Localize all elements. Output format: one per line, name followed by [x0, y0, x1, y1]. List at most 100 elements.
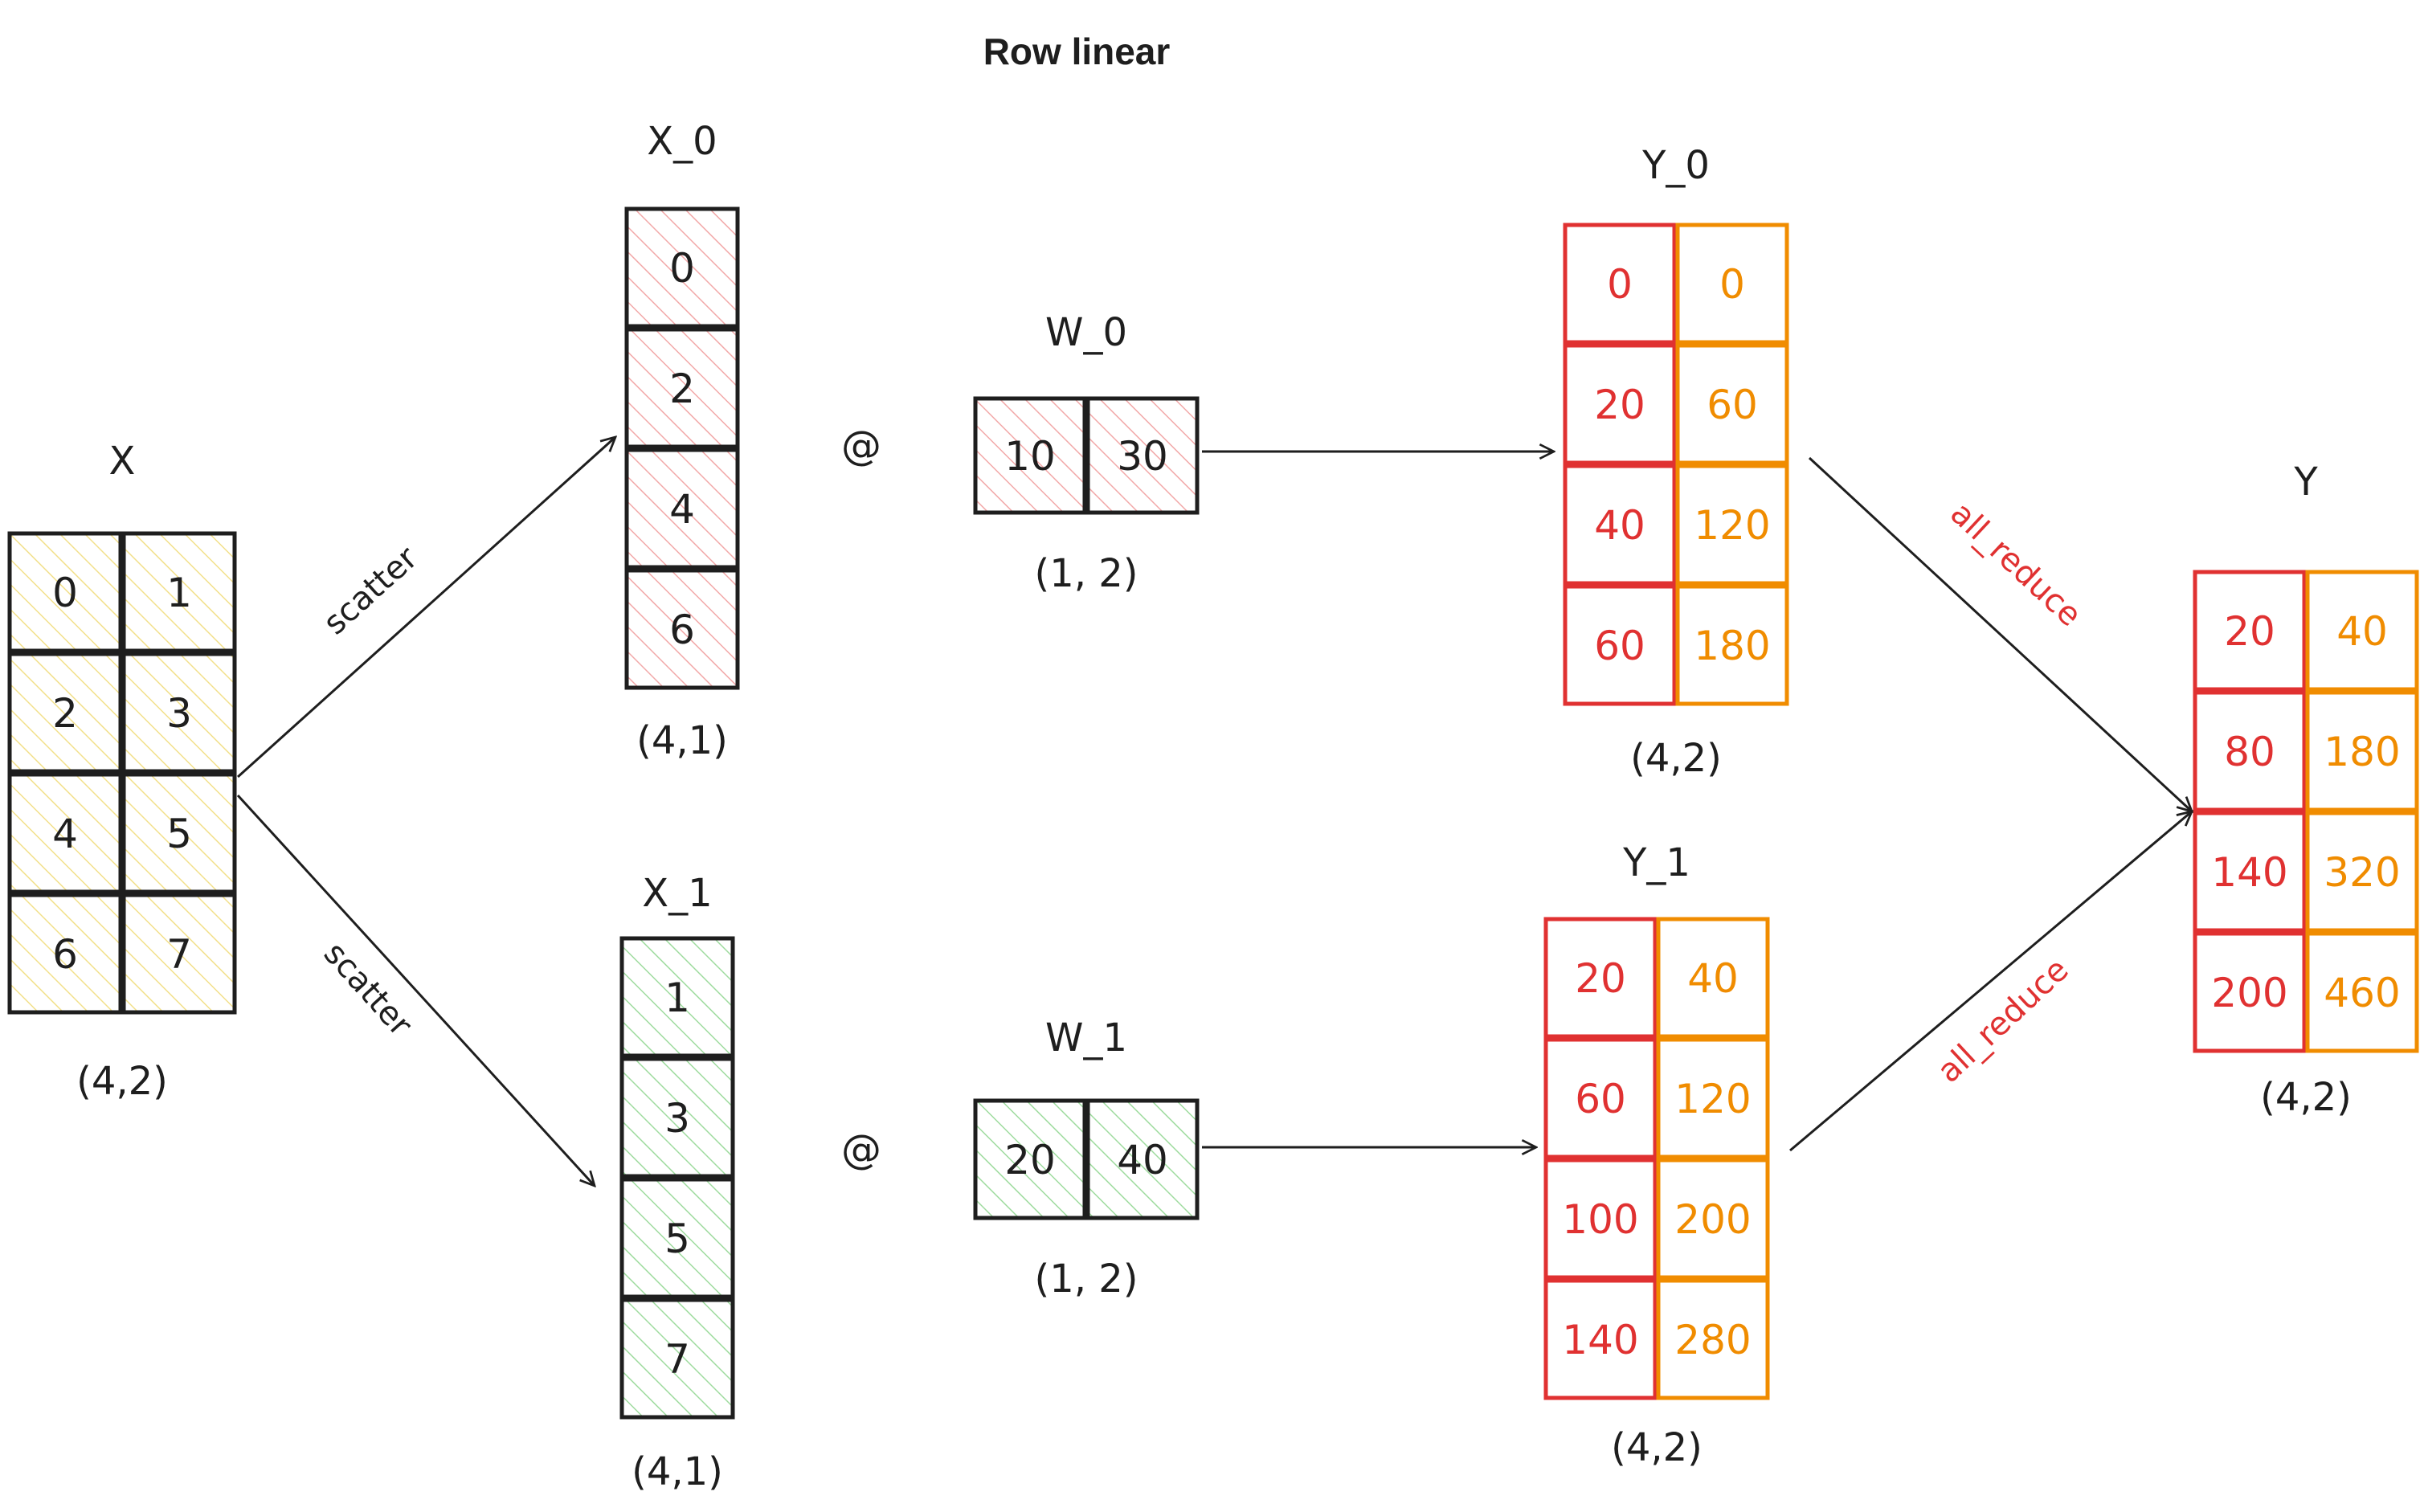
matrix-y-cell-box [2305, 931, 2419, 1053]
matrix-y-cell: 20 [2224, 608, 2275, 655]
matrix-x-cell: 2 [52, 690, 78, 737]
matrix-y-0-cell: 20 [1594, 382, 1645, 428]
matrix-x-0-shape: (4,1) [636, 718, 728, 763]
matrix-x-0-name: X_0 [647, 119, 717, 164]
matrix-x-0-cell-box [624, 447, 740, 570]
matrix-y-0-cell: 40 [1594, 502, 1645, 549]
matrix-x-cell-box [7, 652, 123, 774]
scatter-arrow-top [236, 437, 615, 778]
matrix-w-1: W_1 20 40 (1, 2) [973, 1015, 1200, 1302]
matrix-x-cell: 1 [166, 570, 192, 616]
matmul-operator-top: @ [841, 423, 881, 469]
matrix-y-0-name: Y_0 [1641, 143, 1710, 188]
matrix-y-0-cell-box [1675, 584, 1789, 706]
matrix-y-1-cell: 140 [1562, 1317, 1638, 1363]
matrix-w-1-cell-box [1085, 1098, 1200, 1220]
matrix-x-1-cell-box [619, 1056, 735, 1179]
matrix-y-cell-box [2193, 811, 2307, 933]
diagram-title: Row linear [983, 31, 1171, 72]
matrix-x-1-cell: 5 [664, 1216, 690, 1262]
matrix-x-cell-box [121, 531, 237, 653]
matrix-y-0-cell-box [1675, 343, 1789, 465]
matrix-x-1-cell-box [619, 1177, 735, 1299]
matrix-w-0-cell: 30 [1117, 433, 1168, 480]
matrix-y-0-cell: 60 [1594, 623, 1645, 669]
matrix-x-0-cell: 2 [669, 366, 695, 412]
matrix-x-1-name: X_1 [642, 871, 712, 916]
matrix-y-1-cell: 20 [1575, 955, 1626, 1002]
arrows [236, 437, 2192, 1186]
matrix-x-1-shape: (4,1) [632, 1449, 723, 1494]
matrix-x-cell-box [121, 652, 237, 774]
matrix-y-1-name: Y_1 [1622, 840, 1690, 885]
matrix-y-cell: 200 [2211, 970, 2287, 1016]
matrix-x-1-cell-box [619, 1297, 735, 1420]
matrix-x-cell: 0 [52, 570, 78, 616]
matrix-y-1-cell-box [1543, 917, 1658, 1039]
matrix-y-1-cell: 60 [1575, 1076, 1626, 1122]
matrix-y-0-cell-box [1675, 464, 1789, 586]
matrix-w-0-cell-box [973, 396, 1087, 515]
matrix-y-cell-box [2193, 690, 2307, 812]
matrix-x-1-cell: 7 [664, 1336, 690, 1383]
matrix-x-cell-box [7, 893, 123, 1015]
matrix-y-1-cell: 280 [1674, 1317, 1751, 1363]
matrix-y-1-cell: 200 [1674, 1196, 1751, 1243]
matrix-w-1-shape: (1, 2) [1034, 1257, 1138, 1302]
matrix-x-cell: 4 [52, 811, 78, 857]
matrix-x-name: X [109, 439, 136, 484]
matrix-y-1-cell: 40 [1687, 955, 1739, 1002]
matrix-y-cell-box [2305, 811, 2419, 933]
scatter-label-top: scatter [317, 539, 425, 642]
matrix-y-0-cell: 180 [1694, 623, 1770, 669]
matrix-y-0-cell-box [1563, 464, 1677, 586]
matrix-y-1-cell-box [1656, 1158, 1770, 1280]
matrix-y-cell: 40 [2336, 608, 2388, 655]
matrix-w-1-cell: 20 [1004, 1137, 1056, 1183]
matrix-x-cell-box [121, 893, 237, 1015]
matrix-y-cell-box [2305, 690, 2419, 812]
matrix-x-0-cell: 6 [669, 607, 695, 653]
matrix-x-0-cell-box [624, 327, 740, 449]
matrix-y-1-cell-box [1543, 1278, 1658, 1400]
matrix-y-1-cell-box [1543, 1158, 1658, 1280]
matrix-y-0-cell-box [1563, 343, 1677, 465]
matrix-y-0-shape: (4,2) [1630, 736, 1722, 781]
matrix-y-1-shape: (4,2) [1611, 1425, 1703, 1470]
matrix-x-cell: 6 [52, 931, 78, 978]
matrix-y-cell-box [2193, 931, 2307, 1053]
matrix-x-shape: (4,2) [76, 1059, 168, 1104]
matrix-y-name: Y [2293, 460, 2318, 505]
scatter-label-bottom: scatter [317, 935, 419, 1044]
matrix-y-0-cell-box [1563, 223, 1677, 345]
matrix-y-1-cell-box [1543, 1037, 1658, 1159]
matrix-w-1-name: W_1 [1045, 1015, 1127, 1060]
matrix-w-1-cell: 40 [1117, 1137, 1168, 1183]
matrix-y-cell: 460 [2324, 970, 2400, 1016]
matrix-x-cell-box [7, 772, 123, 894]
matrix-y-cell: 140 [2211, 849, 2287, 896]
matrix-w-0-cell: 10 [1004, 433, 1056, 480]
all-reduce-label-top: all_reduce [1943, 495, 2088, 634]
matrix-x-cell-box [7, 531, 123, 653]
matrix-y-1-cell-box [1656, 1278, 1770, 1400]
matrix-y-0-cell-box [1563, 584, 1677, 706]
all-reduce-arrow-top [1808, 456, 2192, 811]
matrix-w-0-shape: (1, 2) [1034, 551, 1138, 596]
matrix-w-0-name: W_0 [1045, 310, 1127, 355]
matmul-operator-bottom: @ [841, 1126, 881, 1173]
matrix-y-cell-box [2193, 570, 2307, 692]
matrix-y-cell-box [2305, 570, 2419, 692]
matrix-w-0-cell-box [1085, 396, 1200, 515]
scatter-arrow-bottom [236, 794, 595, 1186]
matrix-y-cell: 320 [2324, 849, 2400, 896]
matrix-x-0-cell-box [624, 206, 740, 329]
matrix-y-cell: 80 [2224, 729, 2275, 775]
matrix-y-1-cell: 120 [1674, 1076, 1751, 1122]
matrix-x-cell: 3 [166, 690, 192, 737]
